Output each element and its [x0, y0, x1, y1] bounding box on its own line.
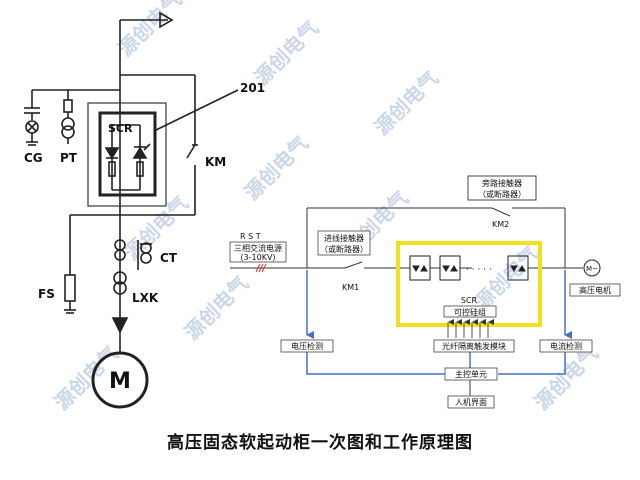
label-km: KM: [205, 155, 226, 169]
trigger-arrows: [447, 319, 494, 338]
scr-label: SCR: [461, 296, 478, 305]
incoming-label-1: 进线接触器: [324, 233, 364, 243]
primary-circuit: [24, 11, 239, 409]
watermark: 源创电气: [179, 271, 253, 345]
signal-lines: [306, 270, 572, 375]
motor-symbol: M~: [586, 265, 598, 273]
power-source: R S T 三相交流电源 (3-10KV): [229, 232, 287, 263]
bypass-label-1: 旁路接触器: [482, 178, 522, 188]
bypass-label-2: （或断路器）: [478, 189, 526, 199]
control-boxes: 电压检测 光纤隔离触发模块 电流检测 主控单元 人机界面: [280, 339, 593, 409]
incoming-label-2: （或断路器）: [320, 244, 368, 254]
watermark: 源创电气: [469, 241, 543, 315]
label-pt: PT: [60, 151, 78, 165]
watermark: 源创电气: [249, 16, 323, 90]
km1-label: KM1: [342, 283, 359, 292]
watermark: 源创电气: [369, 66, 443, 140]
voltage-detect-label: 电压检测: [291, 341, 323, 351]
hmi-label: 人机界面: [455, 397, 487, 407]
bypass-contactor: 旁路接触器 （或断路器） KM2: [467, 175, 537, 229]
rst-label: R S T: [240, 232, 261, 241]
watermark: 源创电气: [113, 0, 187, 61]
source-label-1: 三相交流电源: [234, 243, 282, 253]
three-phase-marks: [255, 263, 267, 273]
diagram-caption: 高压固态软起动柜一次图和工作原理图: [167, 433, 473, 453]
label-lxk: LXK: [132, 291, 159, 305]
label-ct: CT: [160, 251, 178, 265]
incoming-contactor: 进线接触器 （或断路器） KM1: [317, 230, 371, 292]
scr-group-label: 可控硅组: [454, 307, 486, 317]
label-201: 201: [240, 81, 265, 95]
current-detect-label: 电流检测: [550, 341, 582, 351]
motor-name: 高压电机: [579, 285, 611, 295]
watermark: 源创电气: [239, 131, 313, 205]
motor-label: M: [109, 369, 131, 394]
main-control-label: 主控单元: [455, 369, 487, 379]
power-lines: [230, 207, 583, 269]
scr-dots: · · · · ·: [466, 265, 492, 275]
source-label-2: (3-10KV): [240, 253, 275, 262]
fiber-module-label: 光纤隔离触发模块: [442, 341, 506, 351]
label-scr: SCR: [108, 122, 133, 135]
hv-motor: M~ 高压电机: [569, 259, 621, 297]
watermark-group: 源创电气 源创电气 源创电气 源创电气 源创电气 源创电气 源创电气 源创电气 …: [49, 0, 603, 415]
scr-group: · · · · · SCR 可控硅组: [396, 241, 542, 327]
km2-label: KM2: [492, 220, 509, 229]
label-cg: CG: [24, 151, 43, 165]
watermark: 源创电气: [119, 191, 193, 265]
label-fs: FS: [38, 287, 55, 301]
primary-labels: 201 SCR KM CG PT CT FS LXK M: [24, 81, 265, 394]
